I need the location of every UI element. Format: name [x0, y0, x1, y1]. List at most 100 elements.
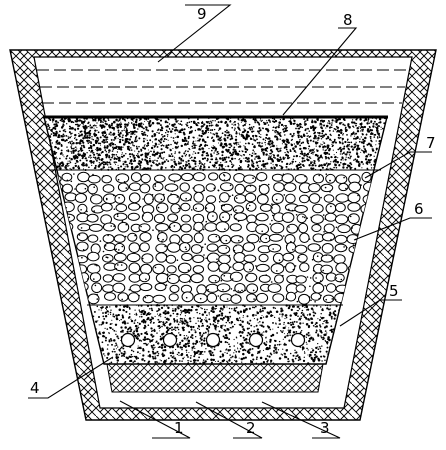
speckle-dot	[89, 146, 91, 149]
speckle-dot	[379, 345, 382, 348]
pebble	[233, 194, 247, 204]
speckle-dot	[323, 134, 326, 136]
speckle-dot	[44, 353, 46, 357]
speckle-dot	[231, 278, 234, 280]
speckle-dot	[169, 362, 172, 364]
speckle-dot	[384, 319, 387, 322]
speckle-dot	[174, 162, 177, 166]
speckle-dot	[265, 133, 268, 137]
speckle-dot	[256, 311, 258, 313]
speckle-dot	[335, 215, 338, 218]
speckle-dot	[173, 126, 175, 128]
speckle-dot	[68, 119, 72, 122]
speckle-dot	[170, 354, 172, 357]
speckle-dot	[201, 344, 203, 346]
speckle-dot	[129, 143, 131, 145]
speckle-dot	[182, 159, 185, 162]
speckle-dot	[259, 241, 261, 243]
speckle-dot	[44, 315, 47, 319]
speckle-dot	[61, 337, 64, 340]
speckle-dot	[60, 143, 63, 146]
speckle-dot	[186, 124, 189, 127]
speckle-dot	[386, 321, 387, 323]
speckle-dot	[372, 148, 374, 150]
speckle-dot	[137, 321, 139, 324]
speckle-dot	[143, 127, 145, 130]
speckle-dot	[173, 160, 176, 164]
speckle-dot	[57, 161, 59, 163]
speckle-dot	[123, 350, 126, 353]
speckle-dot	[96, 136, 99, 140]
pebble	[299, 262, 310, 273]
speckle-dot	[225, 166, 227, 168]
speckle-dot	[201, 139, 204, 142]
speckle-dot	[233, 122, 235, 124]
speckle-dot	[264, 148, 267, 152]
speckle-dot	[145, 343, 148, 346]
speckle-dot	[142, 214, 144, 217]
speckle-dot	[196, 311, 198, 314]
speckle-dot	[61, 327, 64, 330]
speckle-dot	[143, 117, 146, 120]
speckle-dot	[99, 331, 101, 333]
speckle-dot	[323, 124, 325, 127]
speckle-dot	[155, 352, 157, 354]
speckle-dot	[276, 133, 278, 135]
pebble	[256, 194, 269, 205]
speckle-dot	[88, 149, 91, 152]
speckle-dot	[198, 147, 201, 151]
speckle-dot	[94, 164, 97, 167]
pebble	[192, 265, 205, 274]
speckle-dot	[205, 131, 207, 134]
speckle-dot	[102, 332, 105, 334]
speckle-dot	[254, 134, 257, 137]
speckle-dot	[162, 145, 165, 147]
speckle-dot	[181, 348, 183, 351]
pebble	[157, 232, 168, 243]
speckle-dot	[257, 166, 260, 169]
speckle-dot	[115, 248, 117, 250]
speckle-dot	[274, 157, 277, 159]
speckle-dot	[301, 305, 304, 308]
speckle-dot	[293, 149, 296, 153]
speckle-dot	[140, 346, 142, 348]
speckle-dot	[114, 164, 117, 166]
speckle-dot	[86, 131, 89, 134]
speckle-dot	[144, 145, 146, 147]
speckle-dot	[159, 152, 161, 154]
speckle-dot	[139, 316, 141, 318]
pebble	[115, 203, 128, 213]
speckle-dot	[97, 120, 99, 122]
speckle-dot	[203, 166, 205, 169]
speckle-dot	[234, 359, 236, 361]
speckle-dot	[57, 358, 59, 360]
speckle-dot	[104, 149, 107, 152]
speckle-dot	[240, 135, 243, 137]
speckle-dot	[79, 124, 81, 126]
speckle-dot	[375, 126, 379, 130]
speckle-dot	[222, 335, 225, 338]
speckle-dot	[343, 246, 345, 248]
speckle-dot	[379, 333, 381, 336]
speckle-dot	[201, 350, 204, 353]
speckle-dot	[93, 124, 96, 126]
speckle-dot	[233, 345, 235, 347]
speckle-dot	[369, 126, 371, 129]
speckle-dot	[367, 153, 370, 156]
speckle-dot	[282, 156, 285, 159]
speckle-dot	[349, 215, 352, 218]
speckle-dot	[283, 333, 285, 335]
speckle-dot	[302, 359, 306, 363]
speckle-dot	[361, 130, 364, 132]
speckle-dot	[65, 343, 67, 346]
speckle-dot	[308, 130, 311, 132]
speckle-dot	[203, 123, 206, 126]
speckle-dot	[296, 164, 298, 167]
speckle-dot	[99, 117, 102, 120]
speckle-dot	[239, 154, 241, 156]
speckle-dot	[320, 143, 322, 145]
speckle-dot	[49, 304, 51, 306]
speckle-dot	[300, 123, 302, 126]
pebble	[127, 292, 140, 303]
speckle-dot	[118, 156, 121, 160]
